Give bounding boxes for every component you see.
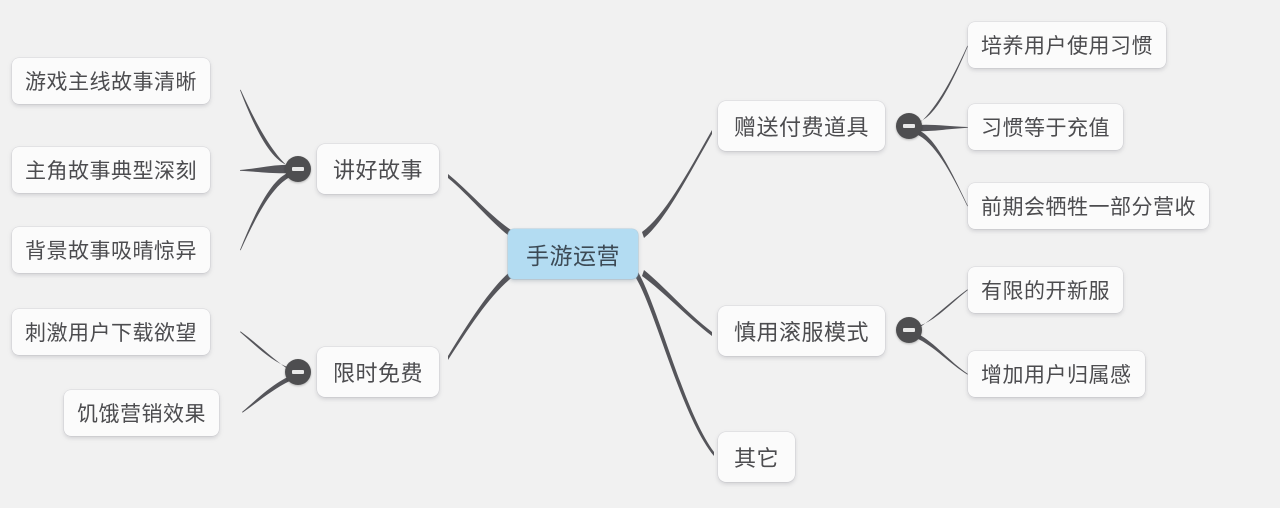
edge-zengsongfufeidaoju-to-child-1 xyxy=(916,45,968,126)
node-label: 讲好故事 xyxy=(333,159,424,184)
minus-icon xyxy=(292,167,304,171)
node-label: 有限的开新服 xyxy=(981,279,1110,303)
leaf-node[interactable]: 前期会牺牲一部分营收 xyxy=(968,183,1209,229)
edge-xianshimianfei-to-child-1 xyxy=(240,331,292,372)
leaf-node[interactable]: 饥饿营销效果 xyxy=(64,390,219,436)
leaf-node[interactable]: 习惯等于充值 xyxy=(968,104,1123,150)
leaf-node[interactable]: 刺激用户下载欲望 xyxy=(12,309,210,355)
node-label: 赠送付费道具 xyxy=(734,116,870,141)
leaf-node[interactable]: 游戏主线故事清晰 xyxy=(12,58,210,104)
minus-icon xyxy=(903,328,915,332)
node-label: 刺激用户下载欲望 xyxy=(25,321,197,345)
node-label: 增加用户归属感 xyxy=(981,363,1132,387)
collapse-toggle-zengsongfufeidaoju[interactable] xyxy=(896,113,922,139)
edge-root-to-qita xyxy=(636,272,714,456)
collapse-toggle-shenyonggunfumoshi[interactable] xyxy=(896,317,922,343)
node-label: 前期会牺牲一部分营收 xyxy=(981,195,1196,219)
edge-jianghaogushi-to-child-1 xyxy=(240,89,292,170)
branch-node-jianghaogushi[interactable]: 讲好故事 xyxy=(317,144,440,194)
node-label: 主角故事典型深刻 xyxy=(25,159,197,183)
branch-node-zengsongfufeidaoju[interactable]: 赠送付费道具 xyxy=(718,101,886,151)
leaf-node[interactable]: 主角故事典型深刻 xyxy=(12,147,210,193)
edge-jianghaogushi-to-child-3 xyxy=(240,172,292,251)
node-label: 慎用滚服模式 xyxy=(734,321,870,346)
leaf-node[interactable]: 背景故事吸晴惊异 xyxy=(12,227,210,273)
node-label: 培养用户使用习惯 xyxy=(981,34,1153,58)
node-label: 游戏主线故事清晰 xyxy=(25,70,197,94)
collapse-toggle-jianghaogushi[interactable] xyxy=(285,156,311,182)
node-label: 习惯等于充值 xyxy=(981,116,1110,140)
minus-icon xyxy=(903,124,915,128)
edge-shenyonggunfumoshi-to-child-2 xyxy=(916,334,968,375)
edge-root-to-xianshimianfei xyxy=(448,270,514,360)
edge-root-to-jianghaogushi xyxy=(448,174,514,238)
node-label: 其它 xyxy=(734,447,780,472)
branch-node-qita[interactable]: 其它 xyxy=(718,432,796,482)
collapse-toggle-xianshimianfei[interactable] xyxy=(285,359,311,385)
edge-zengsongfufeidaoju-to-child-2 xyxy=(916,124,968,132)
branch-node-xianshimianfei[interactable]: 限时免费 xyxy=(317,347,440,397)
leaf-node[interactable]: 培养用户使用习惯 xyxy=(968,22,1166,68)
edge-root-to-shenyonggunfumoshi xyxy=(642,270,712,336)
edge-zengsongfufeidaoju-to-child-3 xyxy=(916,130,968,207)
node-label: 限时免费 xyxy=(333,362,424,387)
node-label: 背景故事吸晴惊异 xyxy=(25,239,197,263)
node-label: 手游运营 xyxy=(526,244,620,270)
node-label: 饥饿营销效果 xyxy=(77,402,206,426)
branch-node-shenyonggunfumoshi[interactable]: 慎用滚服模式 xyxy=(718,306,886,356)
edge-root-to-zengsongfufeidaoju xyxy=(642,130,712,238)
minus-icon xyxy=(292,370,304,374)
leaf-node[interactable]: 有限的开新服 xyxy=(968,267,1123,313)
leaf-node[interactable]: 增加用户归属感 xyxy=(968,351,1145,397)
root-node[interactable]: 手游运营 xyxy=(508,229,638,279)
edge-xianshimianfei-to-child-2 xyxy=(242,376,292,413)
edge-shenyonggunfumoshi-to-child-1 xyxy=(916,289,968,330)
